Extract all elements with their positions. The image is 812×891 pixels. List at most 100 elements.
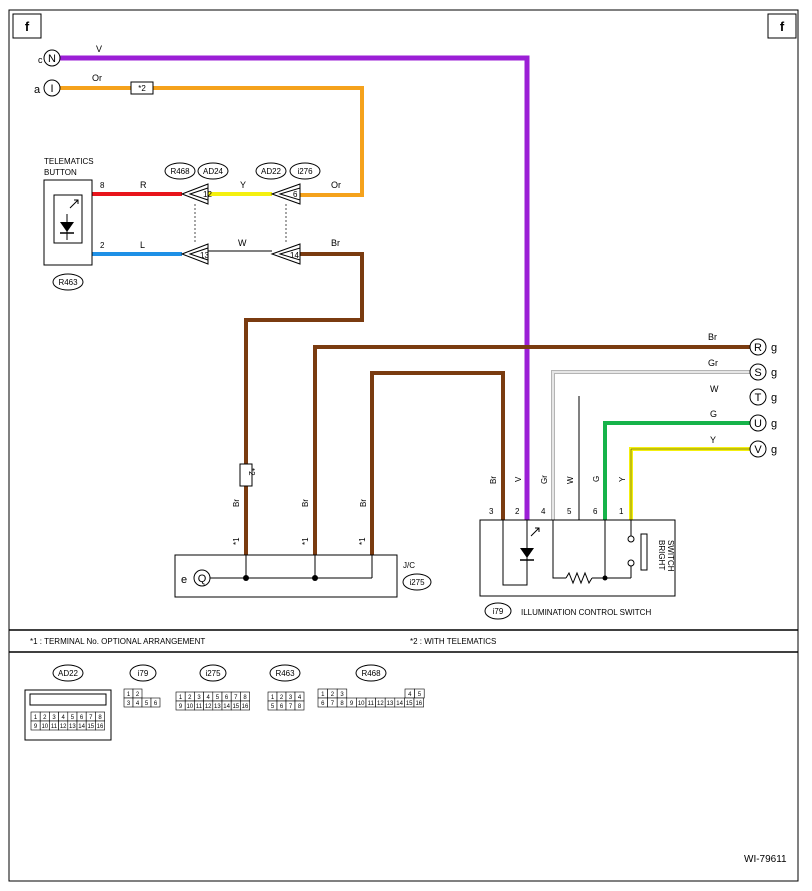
terminal-r: Br R g	[708, 332, 777, 356]
svg-text:g: g	[771, 367, 777, 379]
svg-text:R: R	[140, 180, 147, 190]
pin-number: 1	[34, 715, 38, 721]
pin-number: 1	[179, 695, 183, 701]
svg-text:8: 8	[100, 181, 105, 190]
pin-number: 3	[127, 701, 131, 707]
svg-text:R463: R463	[275, 669, 295, 678]
pin-number: 6	[80, 715, 84, 721]
svg-text:14: 14	[290, 251, 299, 260]
pin-number: 13	[387, 701, 394, 707]
wire-brown-telematics	[244, 252, 364, 578]
pin-number: 15	[87, 724, 94, 730]
pin-number: 3	[340, 692, 344, 698]
pin-number: 6	[225, 695, 229, 701]
svg-text:AD22: AD22	[58, 669, 79, 678]
wire-gray	[551, 370, 750, 520]
svg-text:*1: *1	[358, 537, 367, 545]
diagram-frame	[8, 9, 799, 882]
svg-text:Br: Br	[301, 499, 310, 507]
svg-text:c: c	[38, 55, 43, 65]
telematics-button: TELEMATICS BUTTON 8 2 R L R463	[43, 157, 147, 291]
wire-green	[603, 421, 750, 520]
svg-text:V: V	[96, 44, 102, 54]
pin-number: 15	[406, 701, 413, 707]
pin-number: 6	[154, 701, 158, 707]
svg-text:a: a	[34, 84, 41, 96]
pin-number: 3	[289, 695, 293, 701]
svg-text:i275: i275	[409, 578, 425, 587]
pin-number: 11	[368, 701, 375, 707]
svg-text:*2: *2	[138, 84, 146, 93]
svg-text:R463: R463	[58, 278, 78, 287]
pin-number: 5	[145, 701, 149, 707]
pin-number: 14	[396, 701, 403, 707]
pin-number: 13	[69, 724, 76, 730]
svg-text:BRIGHT: BRIGHT	[657, 540, 666, 570]
junction-connector: e Q J/C i275 *1 *1 *1 Br Br Br *2	[174, 463, 432, 598]
terminal-s: Gr S g	[708, 358, 777, 381]
pin-number: 12	[377, 701, 384, 707]
svg-text:S: S	[754, 367, 761, 379]
note-terminal-arrangement: *1 : TERMINAL No. OPTIONAL ARRANGEMENT	[30, 637, 205, 646]
pin-number: 9	[179, 704, 183, 710]
pin-number: 4	[207, 695, 211, 701]
svg-text:*1: *1	[232, 537, 241, 545]
pin-number: 15	[232, 704, 239, 710]
svg-text:6: 6	[293, 190, 298, 199]
pin-number: 3	[197, 695, 201, 701]
corner-tab-left: f	[12, 13, 42, 39]
svg-text:4: 4	[541, 507, 546, 516]
pin-number: 7	[289, 704, 293, 710]
svg-text:Br: Br	[331, 238, 340, 248]
pin-number: 8	[340, 701, 344, 707]
terminal-v: Y V g	[710, 435, 777, 458]
svg-text:U: U	[754, 418, 762, 430]
svg-text:TELEMATICS: TELEMATICS	[44, 157, 94, 166]
svg-text:Gr: Gr	[540, 475, 549, 484]
figure-id: WI-79611	[744, 854, 787, 865]
wire-orange	[60, 86, 364, 197]
pin-number: 11	[51, 724, 58, 730]
svg-text:1: 1	[619, 507, 624, 516]
svg-text:g: g	[771, 418, 777, 430]
terminal-u: G U g	[710, 409, 777, 432]
svg-text:R: R	[754, 342, 762, 354]
pin-number: 5	[71, 715, 75, 721]
svg-text:Y: Y	[710, 435, 716, 445]
svg-text:g: g	[771, 392, 777, 404]
pin-number: 2	[136, 692, 140, 698]
svg-text:i276: i276	[297, 167, 313, 176]
pin-number: 1	[127, 692, 131, 698]
pin-number: 14	[223, 704, 230, 710]
pin-number: 5	[271, 704, 275, 710]
svg-text:W: W	[238, 238, 247, 248]
svg-text:N: N	[48, 53, 56, 65]
svg-text:g: g	[771, 342, 777, 354]
pin-number: 7	[331, 701, 335, 707]
svg-text:R468: R468	[170, 167, 190, 176]
pin-number: 5	[216, 695, 220, 701]
svg-text:i79: i79	[493, 607, 504, 616]
svg-text:i275: i275	[205, 669, 221, 678]
svg-text:SWITCH: SWITCH	[666, 540, 675, 572]
pin-number: 7	[234, 695, 238, 701]
pin-number: 6	[280, 704, 284, 710]
pin-number: 6	[321, 701, 325, 707]
svg-text:Y: Y	[240, 180, 246, 190]
pin-number: 1	[321, 692, 325, 698]
pin-number: 10	[186, 704, 193, 710]
terminal-t: W T g	[710, 384, 777, 406]
svg-text:Gr: Gr	[708, 358, 718, 368]
pin-number: 16	[415, 701, 422, 707]
pin-number: 2	[188, 695, 192, 701]
svg-text:Or: Or	[92, 73, 102, 83]
svg-text:Y: Y	[618, 476, 627, 482]
svg-text:AD24: AD24	[203, 167, 224, 176]
svg-text:J/C: J/C	[403, 561, 415, 570]
svg-text:13: 13	[200, 251, 209, 260]
svg-text:2: 2	[100, 241, 105, 250]
terminal-a: a I Or *2	[34, 73, 154, 97]
